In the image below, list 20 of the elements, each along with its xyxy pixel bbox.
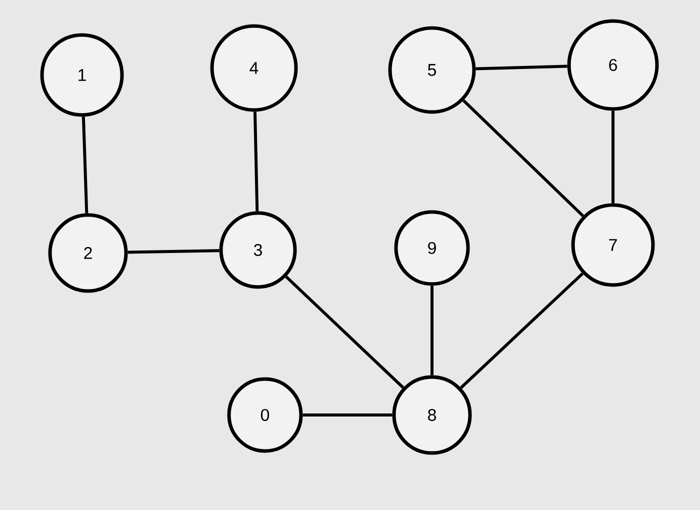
graph-vertex: 9 — [394, 210, 470, 286]
graph-edge — [476, 64, 568, 70]
graph-edge — [285, 276, 404, 389]
graph-edge — [460, 272, 584, 389]
graph-edge — [253, 112, 259, 212]
graph-vertex: 4 — [210, 24, 298, 112]
graph-edge — [430, 286, 434, 376]
graph-edge — [462, 99, 584, 218]
graph-vertex: 1 — [40, 33, 124, 117]
graph-vertex: 6 — [567, 19, 659, 111]
graph-vertex: 3 — [219, 211, 297, 289]
graph-edge — [302, 414, 392, 416]
graph-vertex: 7 — [571, 203, 655, 287]
graph-edge — [612, 110, 614, 204]
graph-vertex: 8 — [392, 375, 472, 455]
graph-vertex: 2 — [48, 213, 128, 293]
graph-edge — [82, 116, 88, 214]
graph-vertex: 0 — [227, 377, 303, 453]
graph-vertex: 5 — [388, 26, 476, 114]
graph-edge — [128, 249, 220, 254]
